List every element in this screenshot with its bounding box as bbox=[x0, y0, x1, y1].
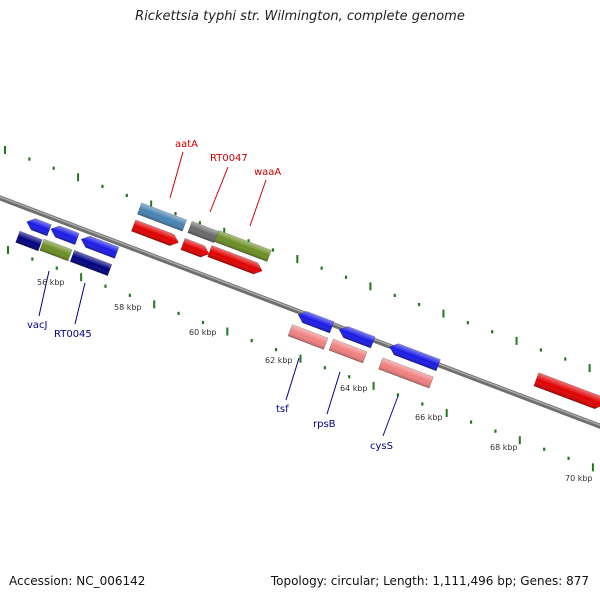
feature-arrow bbox=[214, 230, 272, 262]
feature-arrow bbox=[137, 202, 187, 232]
feature-arrow bbox=[131, 219, 179, 246]
genome-summary-text: Topology: circular; Length: 1,111,496 bp… bbox=[270, 574, 589, 588]
genome-backbone bbox=[0, 195, 600, 429]
feature-arrow bbox=[328, 338, 368, 364]
kbp-label: 66 kbp bbox=[415, 413, 443, 422]
feature-arrow bbox=[297, 311, 335, 334]
feature-arrow bbox=[207, 245, 263, 275]
gene-label-waaA: waaA bbox=[254, 167, 281, 178]
kbp-label: 68 kbp bbox=[490, 443, 518, 452]
leader-RT0045 bbox=[74, 282, 86, 325]
feature-arrow bbox=[39, 238, 73, 262]
feature-arrow bbox=[389, 343, 441, 372]
kbp-label: 56 kbp bbox=[37, 278, 65, 287]
feature-arrow bbox=[187, 221, 219, 243]
feature-arrow bbox=[533, 372, 600, 410]
reverse-gene-labels: vacJ RT0045 tsf rpsB cysS bbox=[27, 320, 393, 452]
accession-text: Accession: NC_006142 bbox=[9, 574, 146, 588]
feature-arrow bbox=[15, 230, 43, 252]
leader-cysS bbox=[382, 395, 399, 437]
leader-aatA bbox=[169, 151, 184, 199]
gene-label-aatA: aatA bbox=[175, 139, 198, 150]
forward-gene-labels: aatA RT0047 waaA bbox=[175, 139, 281, 178]
kbp-label: 62 kbp bbox=[265, 356, 293, 365]
feature-layer bbox=[15, 202, 600, 410]
feature-arrow bbox=[378, 357, 434, 389]
leader-RT0047 bbox=[209, 166, 229, 213]
feature-arrow bbox=[180, 238, 210, 258]
gene-label-rpsB: rpsB bbox=[313, 419, 336, 430]
feature-arrow bbox=[287, 324, 329, 350]
kbp-label: 60 kbp bbox=[189, 328, 217, 337]
label-leaders bbox=[38, 151, 399, 437]
gene-label-cysS: cysS bbox=[370, 441, 393, 452]
feature-arrow bbox=[338, 326, 376, 349]
leader-vacJ bbox=[38, 270, 50, 317]
map-title: Rickettsia typhi str. Wilmington, comple… bbox=[135, 9, 465, 24]
inner-tick-row bbox=[7, 246, 594, 472]
feature-arrow bbox=[26, 218, 52, 237]
leader-rpsB bbox=[326, 371, 341, 415]
feature-arrow bbox=[80, 235, 120, 259]
gene-label-RT0045: RT0045 bbox=[54, 329, 92, 340]
kbp-labels: 56 kbp 58 kbp 60 kbp 62 kbp 64 kbp 66 kb… bbox=[37, 278, 593, 483]
kbp-label: 70 kbp bbox=[565, 474, 593, 483]
leader-waaA bbox=[249, 179, 267, 227]
leader-tsf bbox=[285, 357, 300, 401]
feature-arrow bbox=[69, 249, 113, 277]
kbp-label: 64 kbp bbox=[340, 384, 368, 393]
gene-label-vacJ: vacJ bbox=[27, 320, 48, 331]
gene-label-tsf: tsf bbox=[276, 404, 289, 415]
gene-label-RT0047: RT0047 bbox=[210, 153, 248, 164]
feature-arrow bbox=[50, 225, 80, 245]
kbp-label: 58 kbp bbox=[114, 303, 142, 312]
